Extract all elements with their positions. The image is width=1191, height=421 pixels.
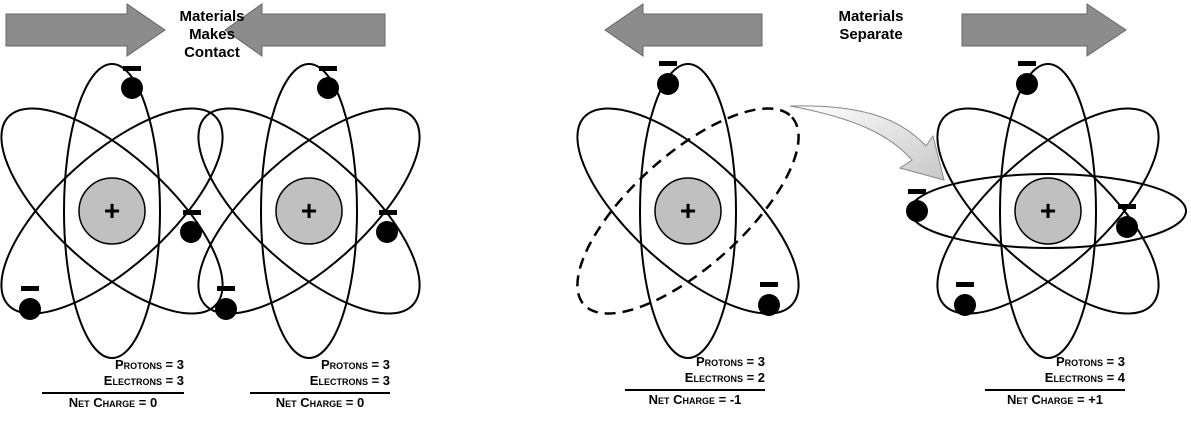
contact-arrow-right	[5, 3, 166, 57]
net-charge-label: Net Charge = -1	[625, 389, 765, 408]
caption-contact: Materials Makes Contact	[152, 8, 272, 62]
atom-4-electrons	[906, 61, 1138, 316]
orbit	[0, 107, 224, 315]
electron-minus-icon	[319, 66, 337, 71]
caption-line: Materials	[179, 8, 245, 25]
nucleus-plus-icon: +	[680, 195, 696, 226]
atom-2-charge-summary: Protons = 3 Electrons = 3 Net Charge = 0	[250, 357, 390, 411]
nucleus-plus-icon: +	[1040, 195, 1056, 226]
electron	[954, 294, 976, 316]
atom-2: +	[197, 63, 421, 359]
electron-minus-icon	[1118, 204, 1136, 209]
orbit	[936, 107, 1160, 315]
electron-minus-icon	[659, 61, 677, 66]
electron	[758, 294, 780, 316]
electrons-label: Electrons = 3	[309, 373, 390, 388]
electron-minus-icon	[123, 66, 141, 71]
electron-minus-icon	[956, 282, 974, 287]
orbit	[576, 107, 800, 315]
caption-line: Contact	[184, 44, 240, 61]
nucleus	[78, 177, 146, 245]
protons-label: Protons = 3	[695, 354, 765, 369]
electron	[906, 200, 928, 222]
electron	[180, 221, 202, 243]
nucleus	[654, 177, 722, 245]
atom-3-electrons	[657, 61, 780, 316]
net-charge-label: Net Charge = 0	[250, 392, 390, 411]
atom-4-charge-summary: Protons = 3 Electrons = 4 Net Charge = +…	[985, 354, 1125, 408]
electron-minus-icon	[908, 189, 926, 194]
nucleus	[1014, 177, 1082, 245]
electron-minus-icon	[379, 210, 397, 215]
atom-1-charge-summary: Protons = 3 Electrons = 3 Net Charge = 0	[42, 357, 184, 411]
electron-minus-icon	[21, 286, 39, 291]
electron-minus-icon	[217, 286, 235, 291]
orbit	[639, 63, 737, 359]
orbit	[197, 107, 421, 315]
orbit-dashed	[576, 107, 800, 315]
atom-3: +	[576, 63, 800, 359]
atom-1-electrons	[19, 66, 202, 320]
electron	[1016, 73, 1038, 95]
orbit	[999, 63, 1097, 359]
electrons-label: Electrons = 4	[1044, 370, 1125, 385]
electron	[376, 221, 398, 243]
electrons-label: Electrons = 3	[103, 373, 184, 388]
nucleus	[275, 177, 343, 245]
protons-label: Protons = 3	[320, 357, 390, 372]
nucleus-plus-icon: +	[104, 195, 120, 226]
contact-arrow-left	[224, 3, 386, 57]
net-charge-label: Net Charge = 0	[42, 392, 184, 411]
electron	[19, 298, 41, 320]
atom-3-charge-summary: Protons = 3 Electrons = 2 Net Charge = -…	[625, 354, 765, 408]
orbit	[260, 63, 358, 359]
orbit	[63, 63, 161, 359]
electron	[121, 77, 143, 99]
atom-2-electrons	[215, 66, 398, 320]
caption-line: Separate	[839, 26, 903, 43]
protons-label: Protons = 3	[114, 357, 184, 372]
separate-arrow-left	[604, 3, 763, 57]
orbit	[936, 107, 1160, 315]
electron	[1116, 216, 1138, 238]
orbit	[197, 107, 421, 315]
protons-label: Protons = 3	[1055, 354, 1125, 369]
nucleus-plus-icon: +	[301, 195, 317, 226]
electrons-label: Electrons = 2	[684, 370, 765, 385]
caption-separate: Materials Separate	[806, 8, 936, 44]
electron-minus-icon	[760, 282, 778, 287]
caption-line: Materials	[838, 8, 904, 25]
atom-4: +	[909, 63, 1187, 359]
electron-minus-icon	[183, 210, 201, 215]
electron-minus-icon	[1018, 61, 1036, 66]
separate-arrow-right	[961, 3, 1127, 57]
electron	[317, 77, 339, 99]
electron	[215, 298, 237, 320]
electron-transfer-arrow	[789, 105, 945, 181]
electron	[657, 73, 679, 95]
net-charge-label: Net Charge = +1	[985, 389, 1125, 408]
caption-line: Makes	[189, 26, 235, 43]
